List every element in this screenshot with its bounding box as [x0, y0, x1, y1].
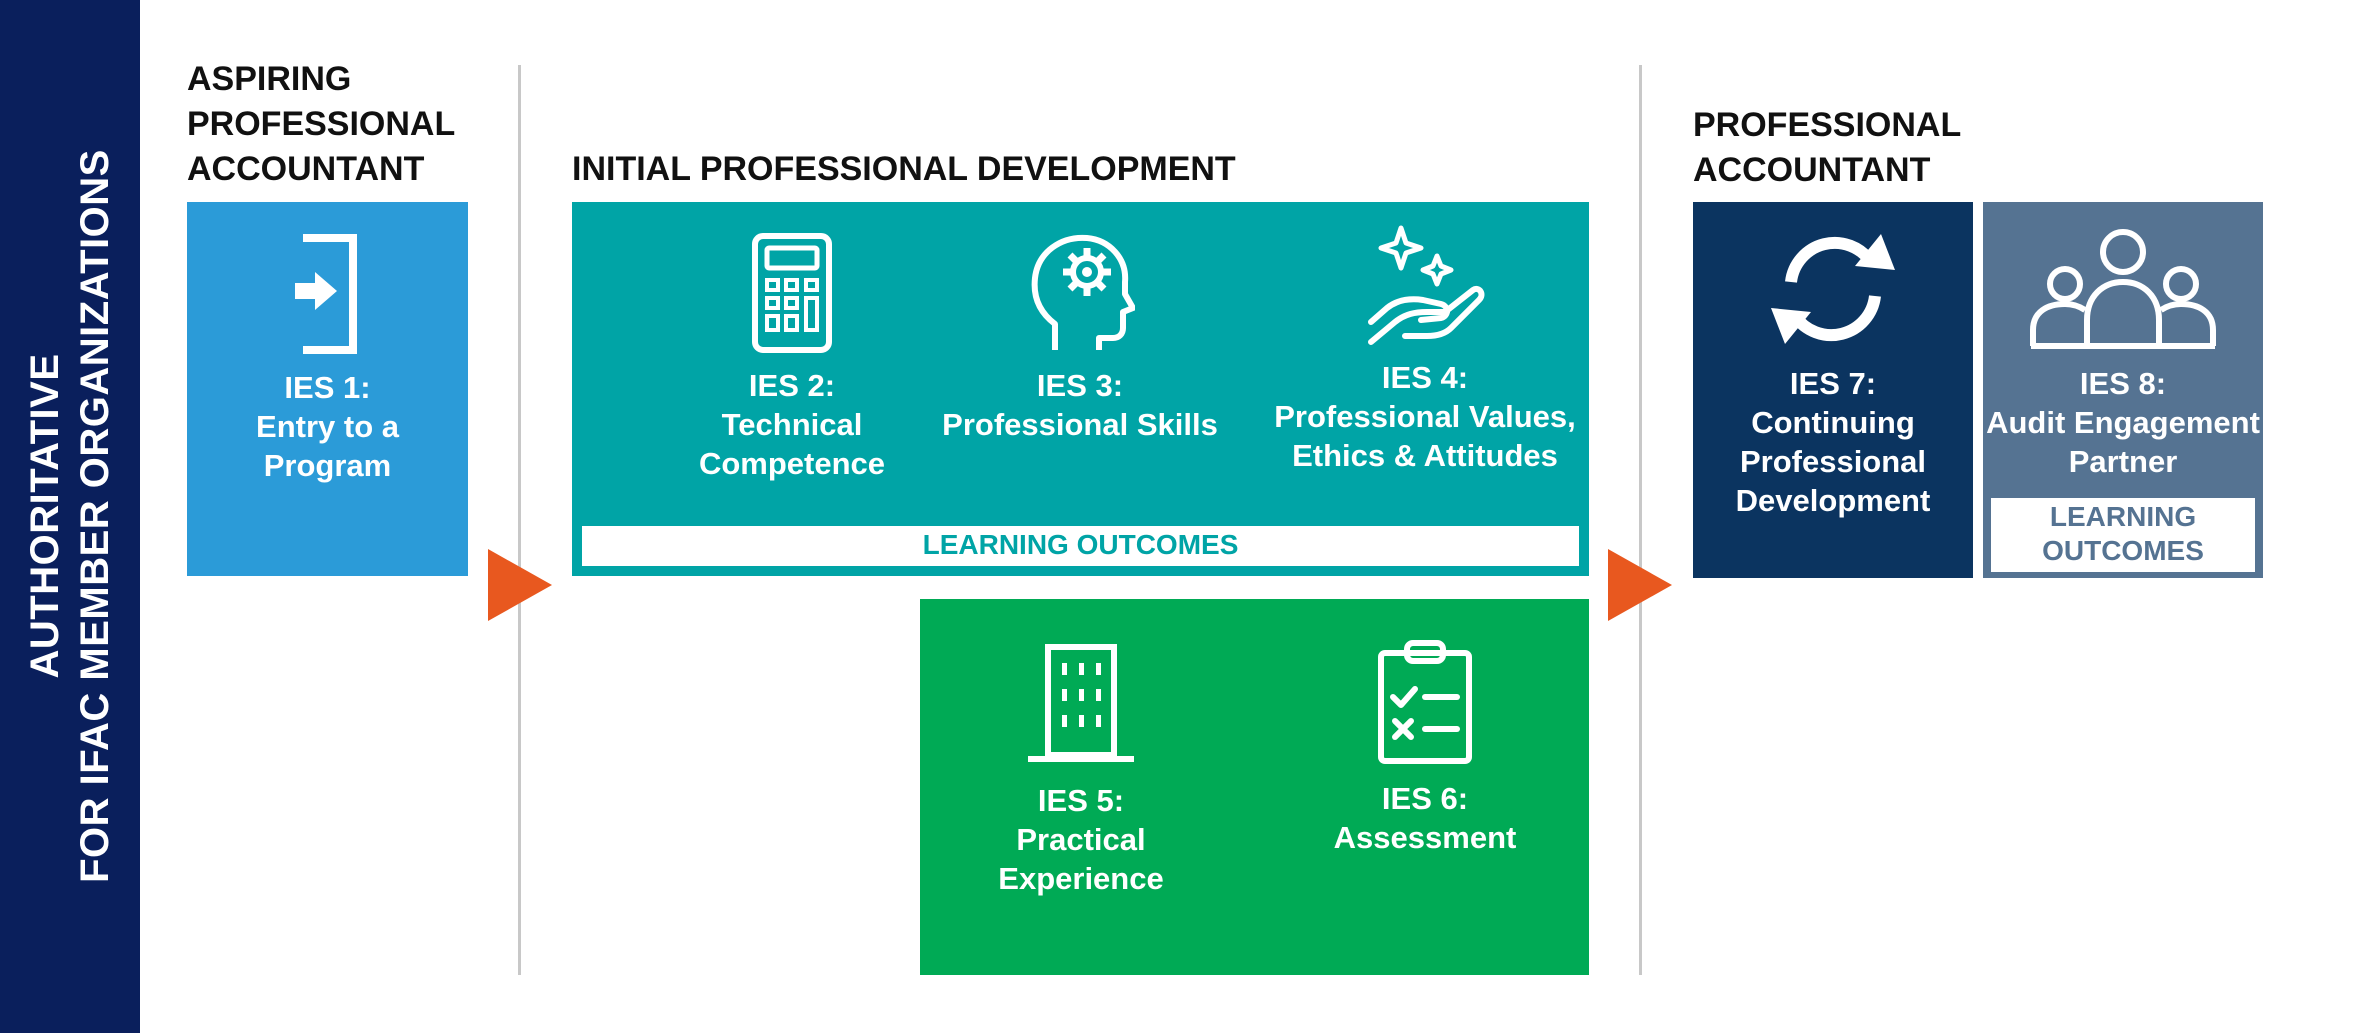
- ies8-code: IES 8:: [2079, 366, 2167, 401]
- experience-panel: IES 5: Practical Experience IES 6: Asses…: [920, 599, 1589, 975]
- lo-line: OUTCOMES: [2042, 535, 2204, 566]
- ies6-item: IES 6: Assessment: [1260, 639, 1590, 857]
- heading-line: INITIAL PROFESSIONAL DEVELOPMENT: [572, 150, 1236, 188]
- heading-line: ASPIRING: [187, 60, 352, 98]
- ies4-title-line: Ethics & Attitudes: [1292, 438, 1558, 473]
- calculator-icon: [752, 233, 832, 353]
- ies3-code: IES 3:: [1036, 368, 1124, 403]
- ies3-item: IES 3: Professional Skills: [910, 232, 1250, 444]
- ies1-item: IES 1: Entry to a Program: [187, 232, 468, 485]
- ies3-title-line: Professional Skills: [942, 407, 1218, 442]
- ies4-title-line: Professional Values,: [1274, 399, 1576, 434]
- ies7-title-line: Continuing: [1751, 405, 1915, 440]
- head-gear-icon: [1031, 234, 1135, 350]
- ies1-code: IES 1:: [284, 370, 371, 405]
- flow-arrow-left: [488, 549, 552, 621]
- ies2-item: IES 2: Technical Competence: [612, 232, 972, 483]
- ies8-title-line: Audit Engagement: [1986, 405, 2260, 440]
- ies7-title-line: Professional: [1739, 444, 1927, 479]
- ies2-title-line: Technical: [721, 407, 863, 442]
- ies1-title-line: Entry to a: [256, 409, 399, 444]
- heading-line: PROFESSIONAL: [187, 105, 456, 143]
- ies7-panel: IES 7: Continuing Professional Developme…: [1693, 202, 1973, 578]
- ies7-title-line: Development: [1735, 483, 1931, 518]
- separator-left: [518, 65, 521, 975]
- ies6-code: IES 6:: [1381, 781, 1469, 816]
- heading-line: ACCOUNTANT: [1693, 151, 1931, 189]
- refresh-cycle-icon: [1771, 234, 1895, 344]
- separator-right: [1639, 65, 1642, 975]
- ies1-title-line: Program: [263, 448, 392, 483]
- flow-arrow-right: [1608, 549, 1672, 621]
- clipboard-checklist-icon: [1378, 640, 1472, 764]
- ies1-panel: IES 1: Entry to a Program: [187, 202, 468, 576]
- ipd-heading: INITIAL PROFESSIONAL DEVELOPMENT: [572, 147, 1236, 192]
- side-band: AUTHORITATIVE FOR IFAC MEMBER ORGANIZATI…: [0, 0, 140, 1033]
- ies5-title-line: Practical: [1016, 822, 1146, 857]
- authoritative-line: AUTHORITATIVE: [23, 353, 67, 679]
- building-icon: [1028, 644, 1134, 762]
- ies8-title-line: Partner: [2068, 444, 2178, 479]
- heading-line: ACCOUNTANT: [187, 150, 425, 188]
- lo-line: LEARNING: [2049, 501, 2197, 532]
- ies7-item: IES 7: Continuing Professional Developme…: [1693, 224, 1973, 520]
- ies4-code: IES 4:: [1381, 360, 1469, 395]
- enter-door-icon: [294, 234, 357, 354]
- ies2-code: IES 2:: [748, 368, 836, 403]
- ies8-item: IES 8: Audit Engagement Partner: [1983, 224, 2263, 481]
- ipd-learning-outcomes: LEARNING OUTCOMES: [582, 526, 1579, 566]
- professional-accountant-heading: PROFESSIONAL ACCOUNTANT: [1693, 103, 1961, 193]
- ies5-code: IES 5:: [1037, 783, 1125, 818]
- hand-sparkles-icon: [1368, 225, 1485, 345]
- ies5-item: IES 5: Practical Experience: [920, 643, 1242, 898]
- authoritative-label: AUTHORITATIVE FOR IFAC MEMBER ORGANIZATI…: [20, 149, 120, 883]
- ies2-title-line: Competence: [698, 446, 886, 481]
- ies6-title-line: Assessment: [1333, 820, 1517, 855]
- ipd-panel: IES 2: Technical Competence IES 3: Profe…: [572, 202, 1589, 576]
- group-people-icon: [2030, 229, 2216, 349]
- ies8-panel: IES 8: Audit Engagement Partner LEARNING…: [1983, 202, 2263, 578]
- heading-line: PROFESSIONAL: [1693, 106, 1962, 144]
- ies4-item: IES 4: Professional Values, Ethics & Att…: [1260, 224, 1590, 475]
- ies5-title-line: Experience: [998, 861, 1164, 896]
- ies7-code: IES 7:: [1789, 366, 1877, 401]
- ifac-organizations-line: FOR IFAC MEMBER ORGANIZATIONS: [73, 149, 117, 883]
- aspiring-accountant-heading: ASPIRING PROFESSIONAL ACCOUNTANT: [187, 57, 455, 192]
- ies8-learning-outcomes: LEARNING OUTCOMES: [1991, 498, 2255, 572]
